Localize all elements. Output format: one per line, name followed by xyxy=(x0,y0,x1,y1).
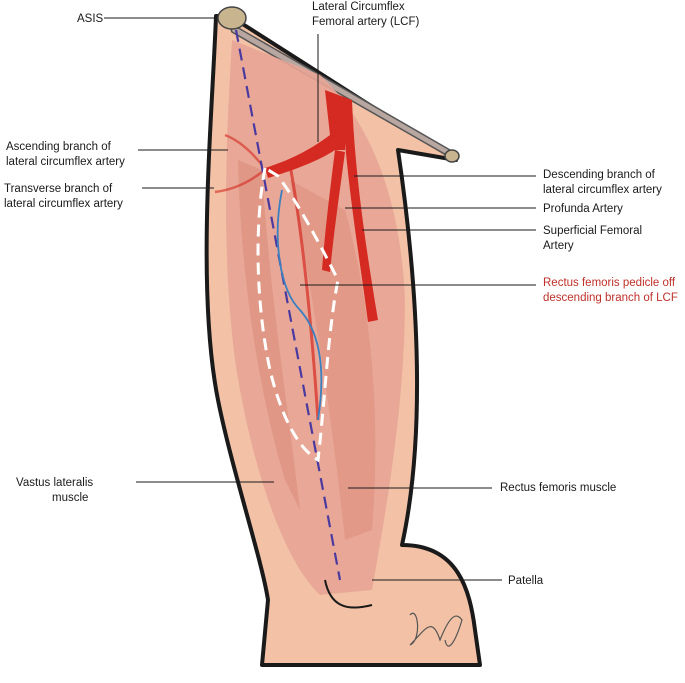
ascending-branch xyxy=(224,133,263,166)
label-pedicle-1: Rectus femoris pedicle off xyxy=(543,277,676,289)
label-asis: ASIS xyxy=(77,13,104,25)
asis-patella-axis xyxy=(234,29,342,581)
rectus-femoris-shape xyxy=(290,180,376,540)
label-sfa-1: Superficial Femoral xyxy=(543,225,642,237)
pedicle-vessel xyxy=(276,189,323,421)
transverse-branch xyxy=(214,171,263,194)
signature-icon xyxy=(409,612,463,647)
patella-shape xyxy=(324,579,373,609)
label-ascending-2: lateral circumflex artery xyxy=(6,156,125,168)
label-vastus-2: muscle xyxy=(52,492,88,504)
profunda-artery xyxy=(322,150,345,272)
vastus-lateralis-shape xyxy=(238,160,300,510)
bone-asis-icon xyxy=(217,6,247,30)
label-profunda: Profunda Artery xyxy=(543,203,623,215)
label-descending-1: Descending branch of xyxy=(543,169,656,181)
label-ascending-1: Ascending branch of xyxy=(6,141,112,153)
leader-lines xyxy=(104,17,536,581)
label-pedicle-2: descending branch of LCF xyxy=(543,292,678,304)
label-lcf-2: Femoral artery (LCF) xyxy=(312,16,420,28)
descending-branch xyxy=(288,164,320,421)
superficial-femoral-artery xyxy=(342,100,378,322)
pubic-bone-end xyxy=(444,149,460,163)
label-rectus: Rectus femoris muscle xyxy=(500,482,616,494)
label-vastus-1: Vastus lateralis xyxy=(16,477,93,489)
label-lcf-1: Lateral Circumflex xyxy=(312,1,405,13)
label-descending-2: lateral circumflex artery xyxy=(543,184,662,196)
label-sfa-2: Artery xyxy=(543,240,574,252)
flap-outline xyxy=(256,165,340,463)
label-transverse-2: lateral circumflex artery xyxy=(4,198,123,210)
label-patella: Patella xyxy=(508,575,544,587)
lcf-artery xyxy=(265,90,352,178)
label-transverse-1: Transverse branch of xyxy=(4,183,113,195)
